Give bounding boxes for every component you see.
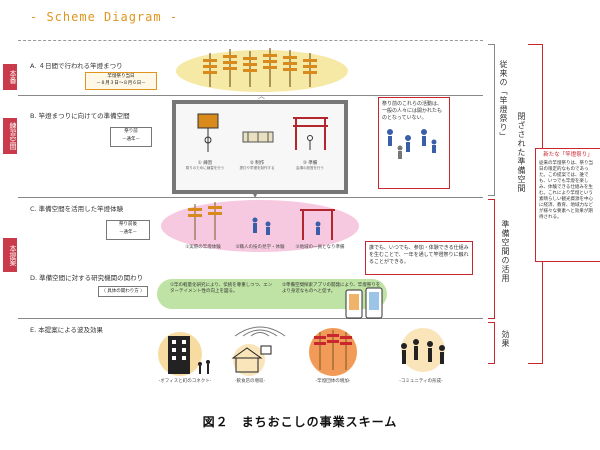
e-radiating-waves [234, 326, 286, 337]
c-period-line2: －通年－ [119, 230, 137, 235]
e-item-office: -オフィスと町のコネクト- [158, 379, 212, 384]
c-step-local-label: ③地域の一員となり準備 [295, 245, 345, 250]
c-note-box: 誰でも、いつでも、参加・体験できる仕組みを生むことで、一年を通して竿燈祭りに触れ… [365, 241, 473, 275]
section-d-title: D. 準備空間に対する研究機関の関わり [30, 274, 144, 282]
bracket-effect [488, 322, 495, 364]
a-badge-line1: 竿燈祭り当日 [107, 74, 135, 79]
new-festival-body: 従来の竿燈祭りは、祭り当日の限定的なものであった。この提案では、誰でも、いつでも… [539, 161, 593, 220]
b-step-practice-sub: 祭りのために練習を行う [185, 166, 225, 170]
label-effect: 効果 [501, 330, 510, 348]
c-note-text: 誰でも、いつでも、参加・体験できる仕組みを生むことで、一年を通して竿燈祭りに触れ… [369, 245, 469, 265]
divider-d-e [18, 318, 483, 319]
label-utilize: 準備空間の活用 [501, 220, 510, 283]
b-step-make: ② 制作 提灯や竿燈を制作する [232, 160, 282, 171]
a-badge-line2: －８月３日～８月６日－ [96, 81, 146, 86]
figure-caption: 図２ まちおこしの事業スキーム [202, 415, 398, 429]
c-step-kanto-label: ①実際の竿燈体験 [185, 245, 221, 250]
b-step-make-sub: 提灯や竿燈を制作する [239, 166, 275, 170]
c-step-craft: ②職人の技の見学・体験 [232, 244, 288, 250]
c-experience-illustration [161, 200, 359, 252]
divider-top [18, 40, 483, 41]
b-step-practice: ① 練習 祭りのために練習を行う [180, 160, 230, 171]
e-item-community: -コミュニティの形成- [399, 379, 443, 384]
diagram-header-title: - Scheme Diagram - [30, 10, 179, 24]
a-date-badge: 竿燈祭り当日 －８月３日～８月６日－ [85, 72, 157, 90]
b-period-line2: －通年－ [122, 137, 140, 142]
e-restaurant-illustration [231, 344, 272, 376]
tab-proposal: 本提案 [3, 238, 17, 272]
d-note-2: ②準備空間探索アプリの開発により、竿燈祭りをより身近なものへと促す。 [282, 283, 381, 294]
d-app-phones-icon [345, 287, 383, 319]
a-arrow-up: ︿ [258, 92, 265, 100]
label-traditional: 従来の「竿燈祭り」 [499, 60, 508, 141]
d-note-1: ①竿の軽量化研究により、伝統を尊重しつつ、エンターテイメント性の向上を図る。 [170, 283, 273, 294]
d-badge: （ 具体の関わり方 ） [98, 286, 148, 297]
e-item-groups: -竿燈団体の増加- [315, 379, 351, 384]
section-c-title: C. 準備空間を活用した竿燈体験 [30, 205, 124, 213]
tab-practice: 練習空間 [3, 118, 17, 154]
a-kanto-poles-illustration [176, 48, 348, 92]
b-step-prepare-sub: 会場の設営を行う [296, 166, 324, 170]
c-step-local: ③地域の一員となり準備 [292, 244, 348, 250]
b-period-badge: 祭り前 －通年－ [110, 127, 152, 147]
e-community-illustration [401, 328, 445, 372]
b-step-make-label: ② 制作 [249, 161, 265, 166]
b-closed-space-frame [172, 100, 348, 194]
c-step-kanto: ①実際の竿燈体験 [178, 244, 228, 250]
b-period-line1: 祭り前 [124, 129, 138, 134]
section-e-title: E. 本提案による波及効果 [30, 326, 104, 334]
e-office-illustration [158, 332, 210, 376]
b-preparation-illustrations [197, 113, 328, 152]
section-b-title: B. 竿燈まつりに向けての準備空間 [30, 112, 130, 120]
c-step-craft-label: ②職人の技の見学・体験 [235, 245, 285, 250]
new-festival-box: 新たな「竿燈祭り」 従来の竿燈祭りは、祭り当日の限定的なものであった。この提案で… [535, 148, 600, 262]
new-festival-title: 新たな「竿燈祭り」 [543, 152, 593, 158]
e-kanto-groups-illustration [309, 328, 357, 376]
b-people-illustration [387, 129, 437, 159]
section-a-title: A. ４日間で行われる竿燈まつり [30, 62, 123, 70]
e-item-restaurant: -飲食店の増収- [234, 379, 266, 384]
bracket-traditional [488, 44, 495, 196]
b-step-practice-label: ① 練習 [197, 161, 213, 166]
b-note-text: 祭り前のこれらの活動は、一般の人々には開かれたものとなっていない。 [382, 101, 443, 121]
c-period-badge: 祭り前後 －通年－ [106, 220, 150, 240]
tab-main: 本番 [3, 64, 17, 90]
b-note-box: 祭り前のこれらの活動は、一般の人々には開かれたものとなっていない。 [378, 97, 450, 189]
divider-b-c [18, 197, 483, 198]
c-period-line1: 祭り前後 [119, 222, 137, 227]
divider-a-b [18, 95, 483, 96]
b-step-prepare-label: ③ 準備 [302, 161, 318, 166]
label-closed-space: 閉ざされた準備空間 [517, 112, 526, 193]
bracket-utilize [488, 199, 495, 319]
b-step-prepare: ③ 準備 会場の設営を行う [284, 160, 336, 171]
b-down-arrow: ▼ [252, 190, 259, 199]
